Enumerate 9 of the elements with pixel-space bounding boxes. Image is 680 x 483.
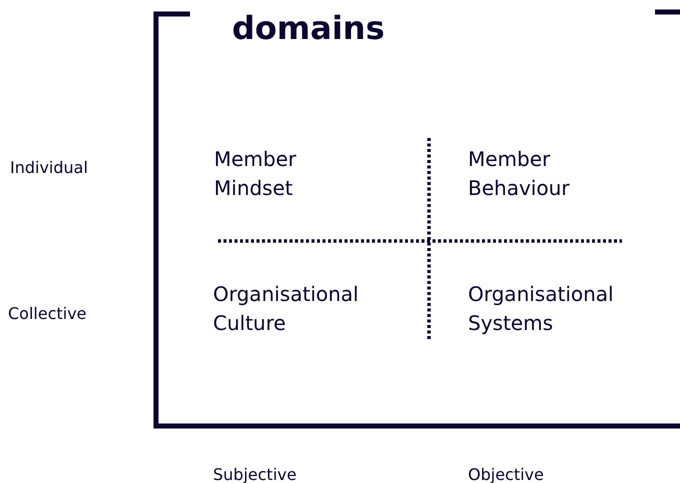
axis-label: Collective	[8, 303, 88, 325]
axis-label: Subjective	[213, 464, 298, 483]
quadrant-label: Member Mindset	[214, 146, 298, 202]
axis-label: Individual	[10, 157, 89, 179]
axis-label: Objective	[468, 464, 545, 483]
quadrant-label: Member Behaviour	[468, 146, 570, 202]
title: domains	[232, 9, 385, 48]
quadrant-label: Organisational Systems	[468, 281, 615, 337]
quadrant-label: Organisational Culture	[213, 281, 360, 337]
